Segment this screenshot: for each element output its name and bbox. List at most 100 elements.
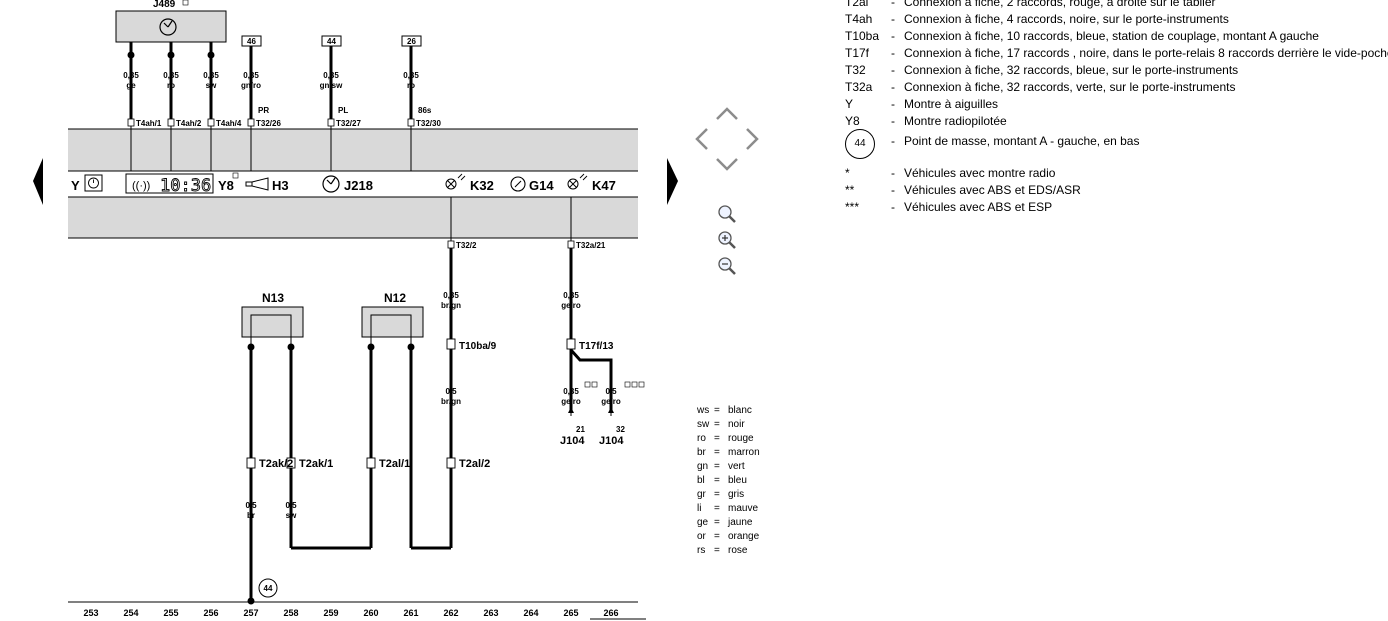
track-number: 258 — [283, 608, 298, 618]
footnote-mark — [591, 381, 598, 388]
track-number: 257 — [243, 608, 258, 618]
ref-box-44: 44 — [327, 37, 336, 46]
footnote-mark — [631, 381, 638, 388]
color-name: marron — [728, 447, 760, 458]
color-code: or — [697, 531, 706, 542]
color-name: noir — [728, 419, 745, 430]
legend-dash: - — [891, 0, 895, 9]
pin-label: T32/26 — [256, 119, 281, 128]
wire-size: 0,35 — [243, 71, 259, 80]
track-number: 254 — [123, 608, 138, 618]
zoom-out-icon[interactable] — [718, 257, 736, 275]
view-navigation — [690, 100, 770, 280]
legend-text: Véhicules avec ABS et ESP — [904, 200, 1053, 214]
ref-box-46: 46 — [247, 37, 256, 46]
chevron-right-icon[interactable] — [746, 128, 759, 150]
track-number: 265 — [563, 608, 578, 618]
legend-code: T32 — [845, 63, 866, 77]
wire-color: sw — [286, 511, 297, 520]
legend-dash: - — [891, 80, 895, 94]
j218-symbol-icon — [322, 175, 340, 193]
ref-box-26: 26 — [407, 37, 416, 46]
legend-code: T32a — [845, 80, 873, 94]
n12-label: N12 — [384, 291, 406, 305]
pin-label: T2ak/1 — [299, 458, 333, 470]
component-row: Y ((·)) 10:36 Y8 H3 J218 K32 G14 — [71, 172, 616, 196]
signal-label: PL — [338, 106, 348, 115]
legend-text: Connexion à fiche, 32 raccords, bleue, s… — [904, 63, 1239, 77]
magnifier-icon[interactable] — [718, 205, 736, 223]
zoom-in-icon[interactable] — [718, 231, 736, 249]
wire-color: gn/ro — [241, 81, 261, 90]
y8-label: Y8 — [218, 178, 234, 193]
wire-color: br/gn — [441, 397, 461, 406]
pin-label: T2al/2 — [459, 458, 490, 470]
equals-sign: = — [714, 517, 720, 528]
equals-sign: = — [714, 447, 720, 458]
color-name: vert — [728, 461, 745, 472]
wire-size: 0,35 — [123, 71, 139, 80]
chevron-up-icon[interactable] — [716, 107, 738, 120]
wire-color: ro — [407, 81, 415, 90]
legend-text: Point de masse, montant A - gauche, en b… — [904, 134, 1140, 148]
pin-label: T32/30 — [416, 119, 441, 128]
legend-text: Véhicules avec ABS et EDS/ASR — [904, 183, 1081, 197]
pin-label: T4ah/1 — [136, 119, 162, 128]
legend-text: Connexion à fiche, 10 raccords, bleue, s… — [904, 29, 1319, 43]
track-number: 264 — [523, 608, 538, 618]
pin-label: T4ah/2 — [176, 119, 202, 128]
equals-sign: = — [714, 545, 720, 556]
page-prev-icon[interactable] — [33, 158, 43, 205]
legend-code: ** — [845, 183, 855, 197]
color-name: rouge — [728, 433, 754, 444]
color-code: ws — [697, 405, 710, 416]
page-next-icon[interactable] — [667, 158, 678, 205]
legend-text: Connexion à fiche, 2 raccords, rouge, à … — [904, 0, 1216, 9]
lower-labels: T32/2 T32a/21 0,35 br/gn T10ba/9 0,5 br/… — [441, 241, 645, 470]
wire-color: br/gn — [441, 301, 461, 310]
n13-label: N13 — [262, 291, 284, 305]
legend-dash: - — [891, 200, 895, 214]
pin-label: T4ah/4 — [216, 119, 242, 128]
equals-sign: = — [714, 419, 720, 430]
track-number: 260 — [363, 608, 378, 618]
legend-dash: - — [891, 183, 895, 197]
track-number: 263 — [483, 608, 498, 618]
wire-size: 0,35 — [563, 291, 579, 300]
legend-dash: - — [891, 134, 895, 148]
wire-size: 0,35 — [443, 291, 459, 300]
j104-label: J104 — [599, 435, 624, 447]
chevron-left-icon[interactable] — [695, 128, 708, 150]
signal-label: PR — [258, 106, 269, 115]
footnote-mark — [638, 381, 645, 388]
legend-text: Montre à aiguilles — [904, 97, 999, 111]
equals-sign: = — [714, 489, 720, 500]
legend-dash: - — [891, 12, 895, 26]
wire-color: ro — [167, 81, 175, 90]
pin-label: T32/27 — [336, 119, 361, 128]
wire-color: sw — [206, 81, 217, 90]
color-code: li — [697, 503, 702, 514]
track-number: 259 — [323, 608, 338, 618]
chevron-down-icon[interactable] — [716, 158, 738, 171]
legend-text: Connexion à fiche, 32 raccords, verte, s… — [904, 80, 1236, 94]
legend-dash: - — [891, 46, 895, 60]
legend-dash: - — [891, 97, 895, 111]
wire-size: 0,35 — [163, 71, 179, 80]
ground-point-icon — [258, 578, 278, 598]
j218-label: J218 — [344, 178, 373, 193]
pin-label: T2al/1 — [379, 458, 410, 470]
wire-size: 0,35 — [563, 387, 579, 396]
legend-code: T4ah — [845, 12, 873, 26]
color-name: gris — [728, 489, 745, 500]
ground-point-icon: 44 — [845, 129, 875, 159]
legend-code: Y8 — [845, 114, 860, 128]
color-code: br — [697, 447, 706, 458]
wire-size: 0,35 — [203, 71, 219, 80]
equals-sign: = — [714, 503, 720, 514]
footnote-mark — [624, 381, 631, 388]
y-clock-label: Y — [71, 178, 80, 193]
ground-label: 44 — [264, 584, 273, 593]
j489-module: J489 — [115, 0, 227, 43]
